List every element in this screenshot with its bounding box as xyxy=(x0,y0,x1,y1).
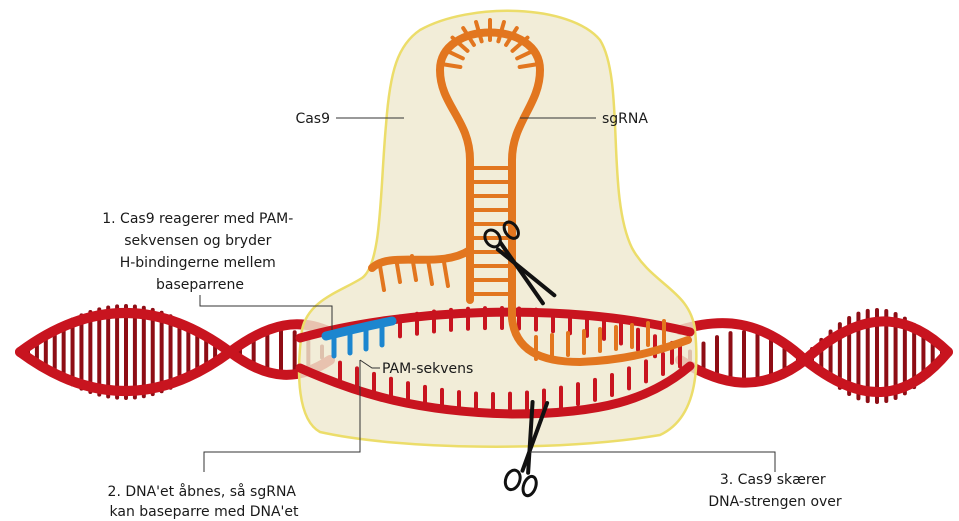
dna-strand-right-a xyxy=(680,321,948,382)
step2-label: 2. DNA'et åbnes, så sgRNA kan baseparre … xyxy=(108,483,301,520)
pam-label: PAM-sekvens xyxy=(382,361,473,377)
step2-line: 2. DNA'et åbnes, så sgRNA xyxy=(108,483,297,500)
dna-strand-left-b xyxy=(20,324,330,391)
step1-label: 1. Cas9 reagerer med PAM- sekvensen og b… xyxy=(102,211,298,293)
dna-helix-left xyxy=(20,306,330,398)
step1-line: H-bindingerne mellem xyxy=(120,255,276,271)
step1-line: sekvensen og bryder xyxy=(124,233,271,249)
step3-line: DNA-strengen over xyxy=(708,494,842,510)
sgrna-label: sgRNA xyxy=(602,111,648,127)
step1-line: 1. Cas9 reagerer med PAM- xyxy=(102,211,293,227)
cas9-label: Cas9 xyxy=(295,111,330,127)
step2-line: kan baseparre med DNA'et xyxy=(110,504,300,520)
step1-line: baseparrene xyxy=(156,277,244,293)
dna-helix-right xyxy=(680,310,948,402)
step3-label: 3. Cas9 skærer DNA-strengen over xyxy=(708,472,842,510)
step3-line: 3. Cas9 skærer xyxy=(720,472,826,488)
